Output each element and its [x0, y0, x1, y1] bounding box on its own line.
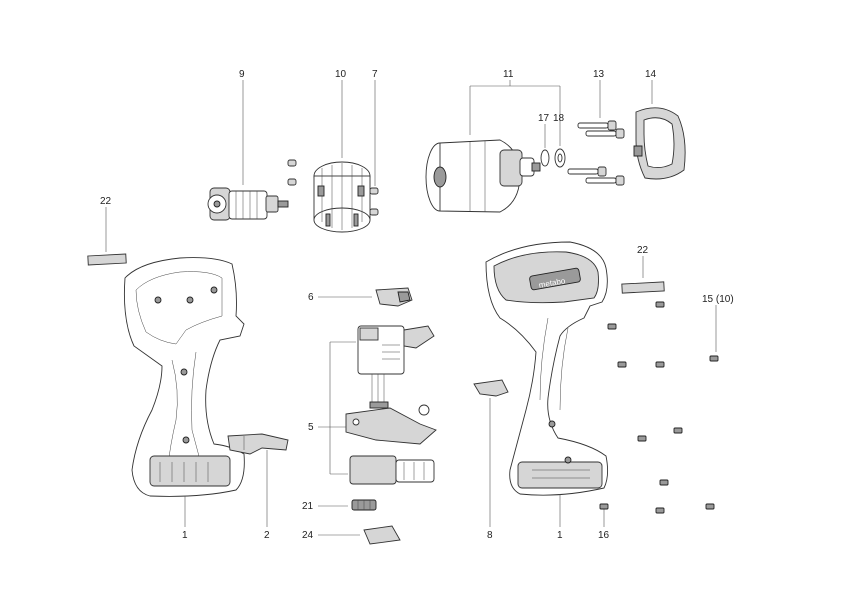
label-2: 2 — [264, 530, 270, 541]
label-1-right: 1 — [557, 530, 563, 541]
label-15: 15 (10) — [702, 294, 734, 305]
label-22-left: 22 — [100, 196, 112, 207]
label-17: 17 — [538, 113, 550, 124]
label-24: 24 — [302, 530, 314, 541]
label-7: 7 — [372, 69, 378, 80]
part-18-washer — [554, 86, 566, 168]
part-13-screws — [567, 80, 625, 186]
label-6: 6 — [308, 292, 314, 303]
label-16: 16 — [598, 530, 610, 541]
part-9-armature — [207, 80, 289, 221]
label-8: 8 — [487, 530, 493, 541]
part-15-16-screws — [599, 301, 719, 527]
label-10: 10 — [335, 69, 347, 80]
label-9: 9 — [239, 69, 245, 80]
part-24-pad — [318, 525, 401, 545]
part-22-sticker-left — [87, 207, 127, 266]
part-6-actuator — [318, 287, 413, 307]
label-1-left: 1 — [182, 530, 188, 541]
callout-labels: 9 10 7 11 13 14 17 18 22 22 6 15 (10) 5 … — [100, 69, 734, 541]
part-5-electronics — [318, 325, 437, 485]
part-14-front-cover — [633, 80, 686, 180]
part-17-washer — [540, 124, 550, 167]
label-11: 11 — [503, 69, 514, 80]
label-21: 21 — [302, 501, 314, 512]
label-13: 13 — [593, 69, 605, 80]
part-2-direction-switch — [227, 433, 289, 527]
part-22-sticker-right — [621, 256, 665, 294]
part-1-left-housing-half — [123, 257, 245, 527]
part-8-button — [473, 379, 509, 527]
part-21-connector — [318, 499, 377, 511]
label-5: 5 — [308, 422, 314, 433]
part-1-right-housing: metabo — [485, 241, 609, 527]
part-10-stator — [313, 80, 371, 233]
part-11-gearbox — [425, 80, 560, 213]
label-14: 14 — [645, 69, 657, 80]
label-22-right: 22 — [637, 245, 649, 256]
label-18: 18 — [553, 113, 565, 124]
